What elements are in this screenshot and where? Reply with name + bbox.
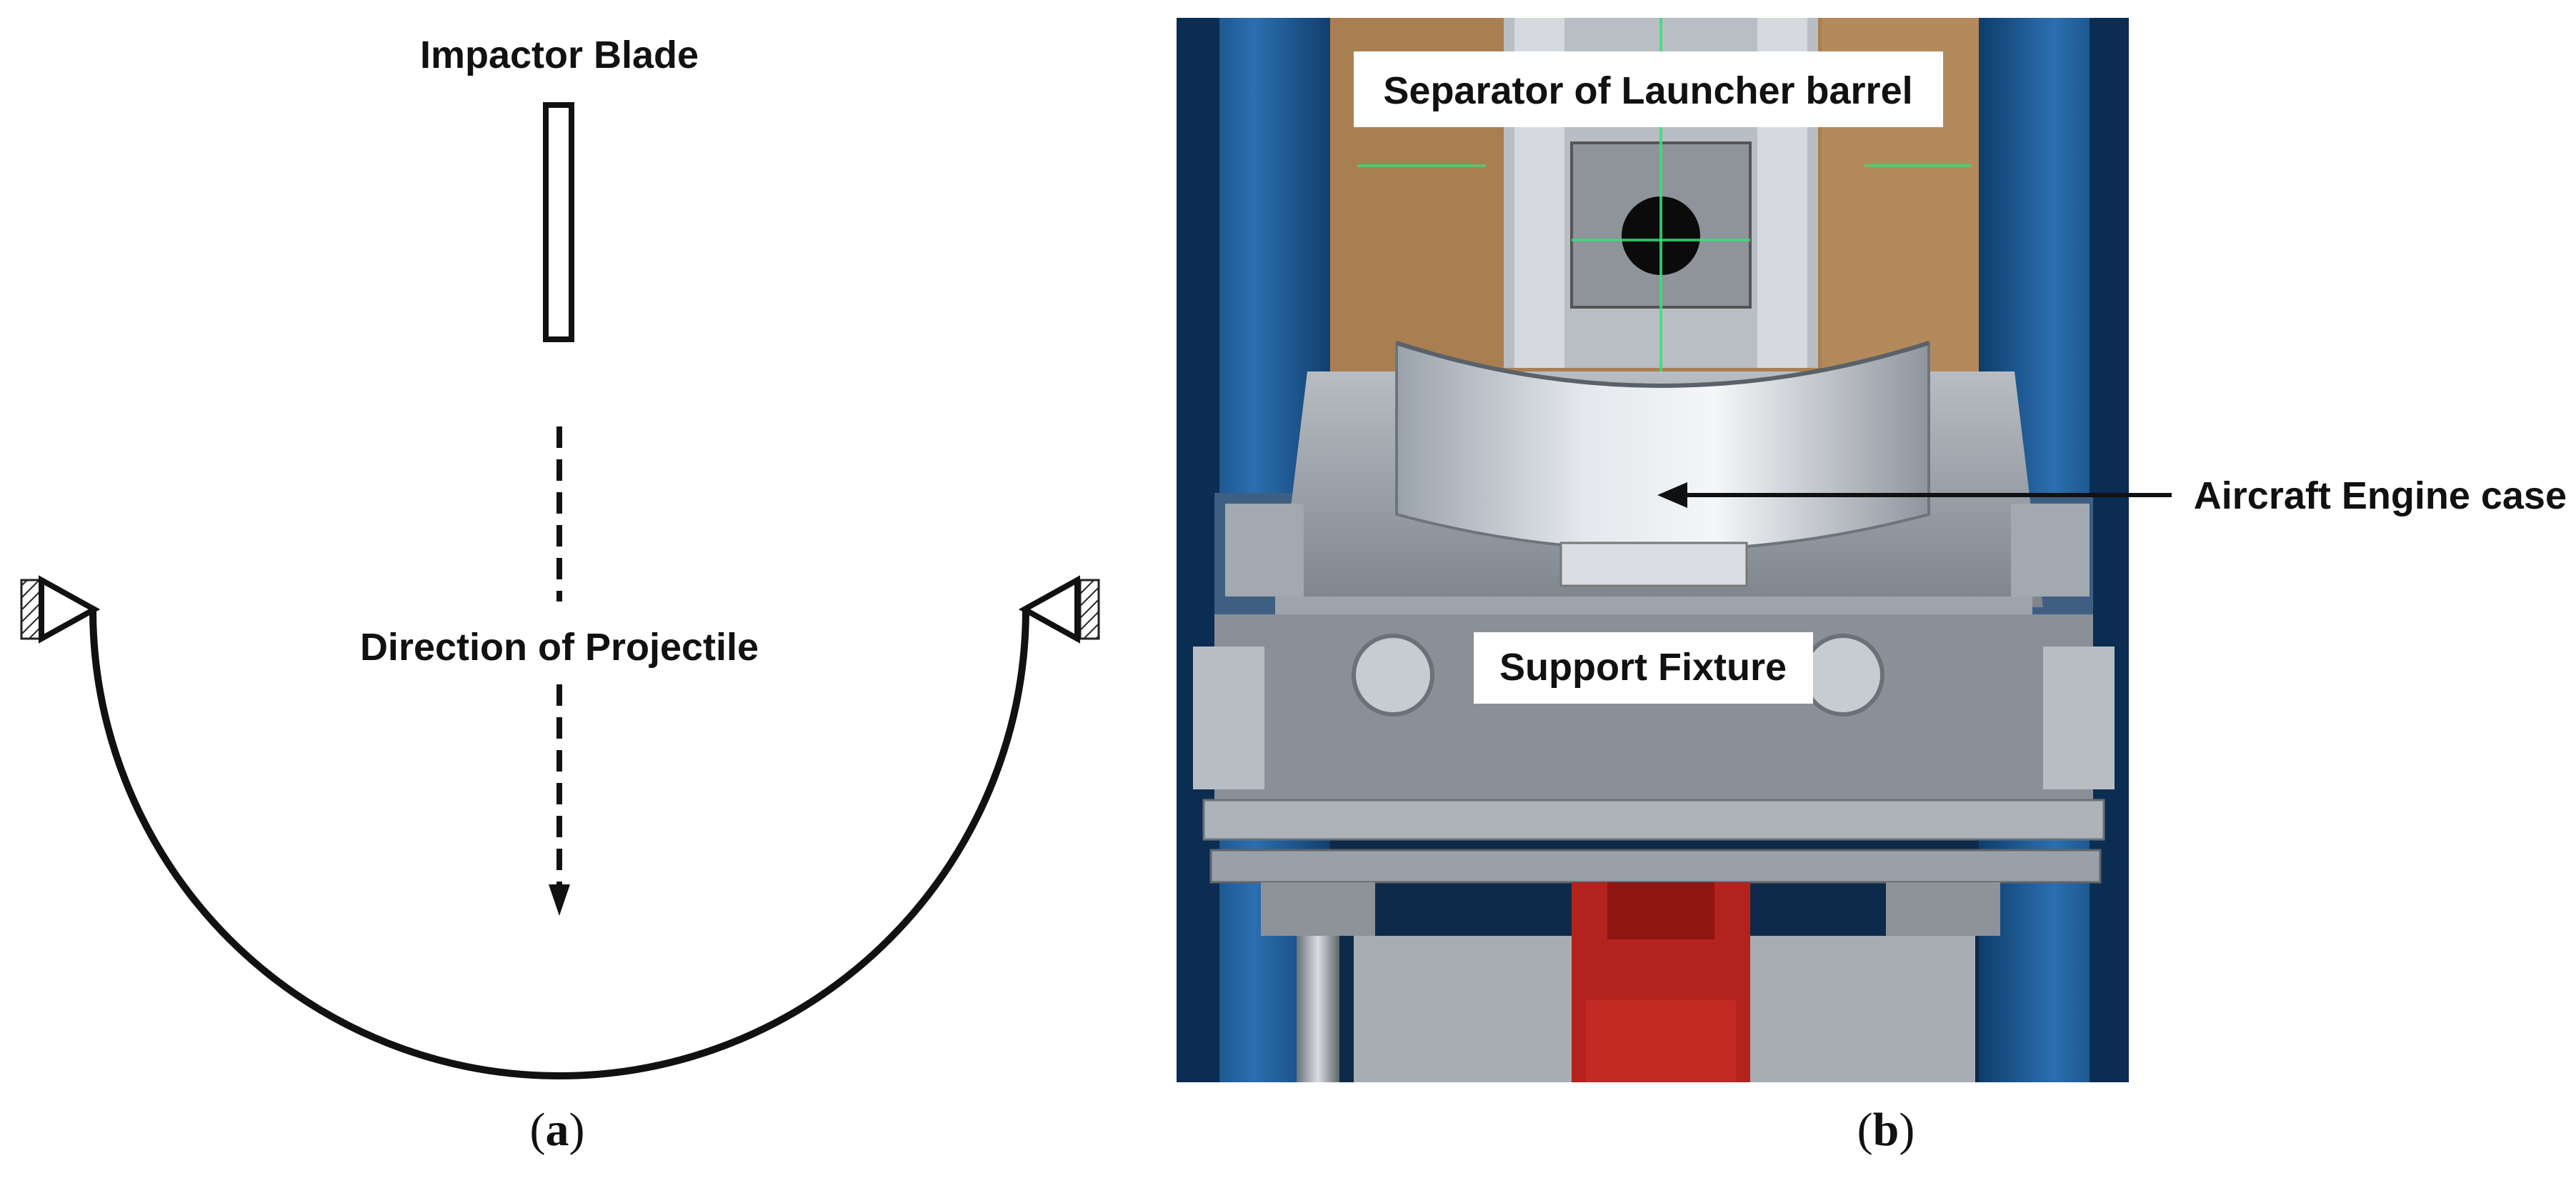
panel-a-caption: (a) — [530, 1104, 585, 1156]
pointer-arrowhead-icon — [1657, 482, 1687, 508]
separator-label-box — [1354, 51, 1943, 127]
test-rig-photo — [1177, 18, 2129, 1082]
left-pin-support-icon — [20, 575, 101, 644]
engine-case-arc — [89, 609, 1029, 1079]
separator-of-launcher-barrel-label: Separator of Launcher barrel — [1383, 69, 1912, 112]
impactor-blade-label: Impactor Blade — [420, 34, 699, 76]
support-fixture-label-box — [1474, 632, 1813, 704]
panel-b-caption: (b) — [1857, 1104, 1915, 1156]
panel-b: Separator of Launcher barrel Support Fix… — [1177, 18, 2567, 1156]
arrowhead-icon — [549, 884, 570, 916]
panel-a: Impactor Blade Direction of Projectile (… — [20, 34, 1100, 1156]
impactor-blade-shape — [543, 102, 574, 342]
aircraft-engine-case-label: Aircraft Engine case — [2194, 474, 2567, 517]
direction-of-projectile-label: Direction of Projectile — [360, 626, 759, 669]
hydraulic-jack — [1572, 882, 1750, 1082]
right-pin-support-icon — [1018, 575, 1100, 644]
support-fixture-label: Support Fixture — [1499, 646, 1787, 689]
